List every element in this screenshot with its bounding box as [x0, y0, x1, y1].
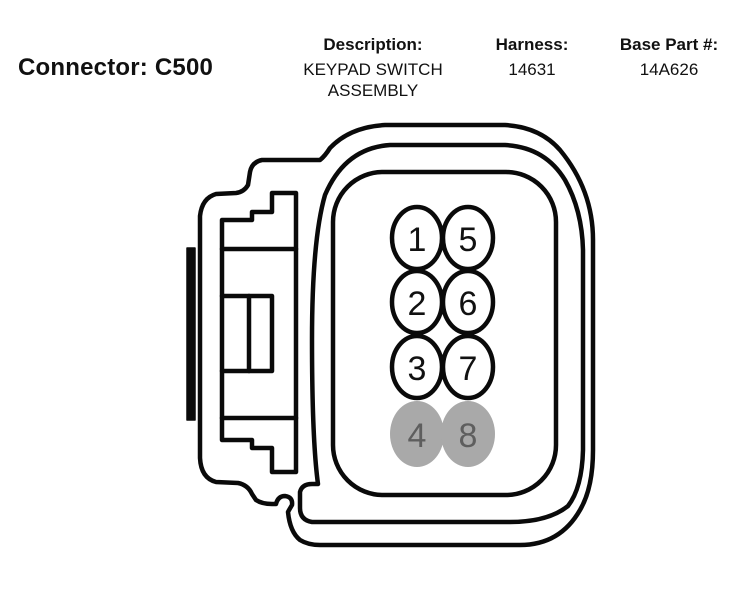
pin-1-number: 1 [408, 221, 427, 259]
pin-8-cavity [441, 401, 495, 467]
outer-shell-outline [197, 122, 596, 548]
pin-4-cavity [390, 401, 444, 467]
harness-value: 14631 [508, 60, 556, 79]
description-column: Description: KEYPAD SWITCH ASSEMBLY [283, 34, 463, 101]
harness-header: Harness: [495, 35, 569, 54]
pin-4: 4 [390, 401, 444, 467]
pin-2-number: 2 [408, 285, 427, 323]
pin-8-number: 8 [459, 417, 478, 455]
middle-ring-outline [297, 142, 586, 525]
connector-title: Connector: C500 [18, 54, 214, 81]
pin-7-cavity [440, 333, 496, 401]
description-value-line1: KEYPAD SWITCH [303, 60, 443, 79]
pin-6-cavity [440, 268, 496, 336]
base-part-value: 14A626 [639, 60, 699, 79]
pin-6-number: 6 [459, 285, 478, 323]
inner-cavity-outline [330, 169, 559, 498]
latch-block-outline [219, 190, 299, 475]
harness-column: Harness: 14631 [482, 34, 582, 80]
pin-7-number: 7 [459, 350, 478, 388]
description-value-line2: ASSEMBLY [327, 81, 419, 100]
left-edge-bar [186, 247, 196, 421]
pin-8: 8 [441, 401, 495, 467]
base-part-column: Base Part #: 14A626 [604, 34, 734, 80]
pin-grid: 4 8 1 5 2 6 3 7 [389, 204, 496, 467]
pin-4-number: 4 [408, 417, 427, 455]
pin-3-number: 3 [408, 350, 427, 388]
pin-5-number: 5 [459, 221, 478, 259]
description-header: Description: [323, 35, 423, 54]
base-part-header: Base Part #: [619, 35, 719, 54]
